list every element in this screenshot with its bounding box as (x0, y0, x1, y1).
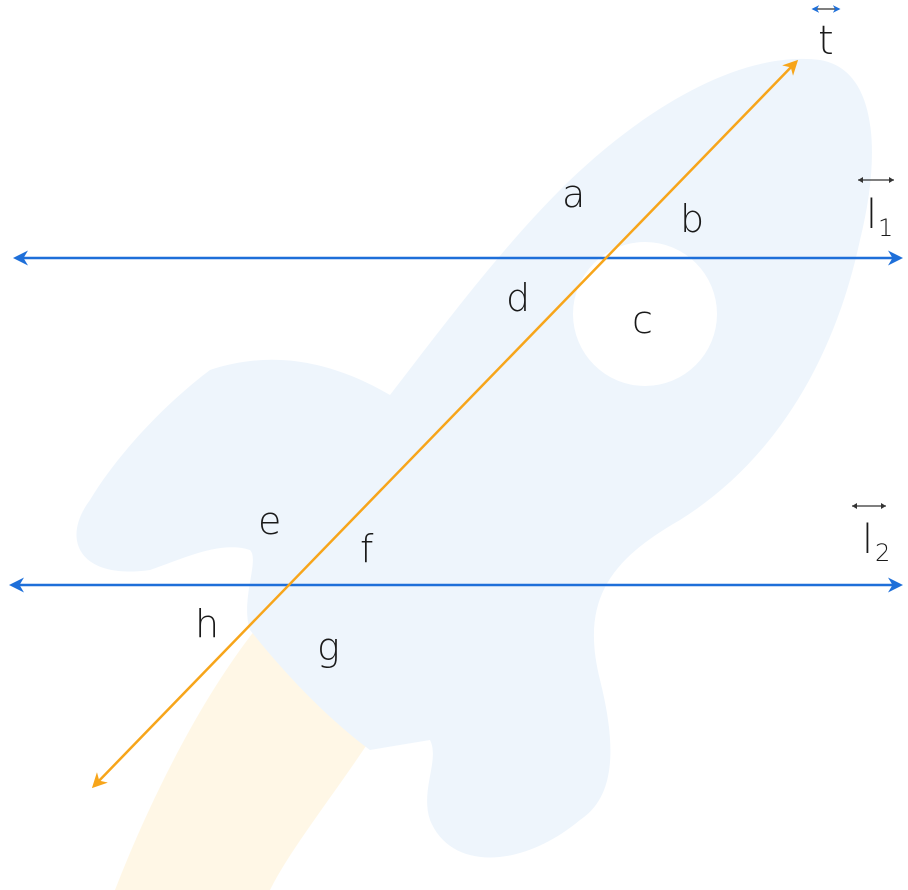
angle-label-b: b (680, 197, 704, 241)
line-t (91, 59, 799, 789)
label-l2-subscript: 2 (875, 539, 890, 567)
label-l1-text: l (866, 192, 877, 238)
label-l2: l 2 (852, 503, 890, 567)
angle-label-g: g (317, 625, 340, 669)
label-l1: l 1 (858, 177, 894, 242)
angle-label-d: d (506, 276, 530, 320)
angle-label-e: e (258, 499, 281, 543)
angle-label-f: f (360, 527, 374, 571)
angle-label-h: h (195, 602, 219, 646)
label-l1-subscript: 1 (878, 214, 893, 242)
angle-label-a: a (562, 172, 585, 216)
angle-label-c: c (632, 298, 653, 342)
label-t: t (811, 5, 841, 64)
label-t-text: t (818, 18, 834, 64)
rocket-watermark-icon (76, 58, 872, 890)
label-l2-text: l (862, 517, 873, 563)
